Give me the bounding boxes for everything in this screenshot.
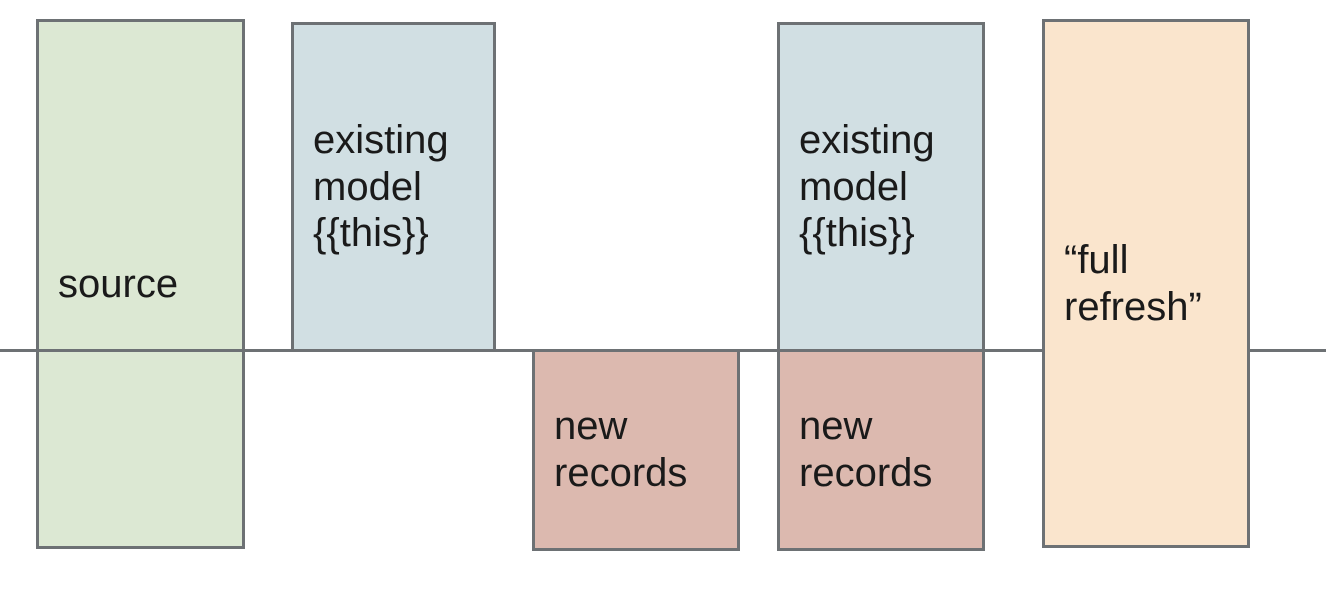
- node-existing-model-1-label: existing model {{this}}: [313, 117, 449, 256]
- node-new-records-1-label: new records: [554, 404, 688, 495]
- node-new-records-2: new records: [777, 349, 985, 551]
- node-full-refresh-label: “full refresh”: [1064, 237, 1202, 329]
- node-source-label: source: [58, 261, 179, 306]
- node-full-refresh: “full refresh”: [1042, 19, 1250, 548]
- node-existing-model-2-label: existing model {{this}}: [799, 117, 935, 256]
- node-source: source: [36, 19, 245, 549]
- node-new-records-1: new records: [532, 349, 740, 551]
- node-existing-model-1: existing model {{this}}: [291, 22, 496, 352]
- node-existing-model-2: existing model {{this}}: [777, 22, 985, 352]
- node-new-records-2-label: new records: [799, 404, 933, 495]
